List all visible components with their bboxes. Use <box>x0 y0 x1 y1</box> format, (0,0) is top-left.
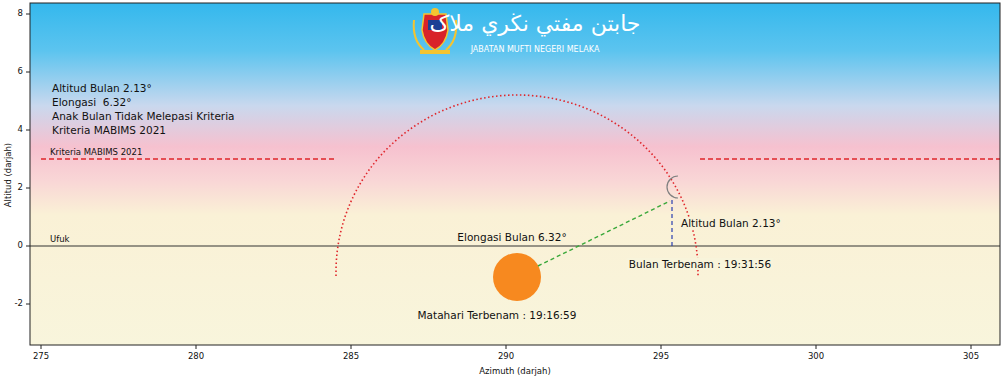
tick-label: 290 <box>498 352 514 362</box>
moon-crescent <box>667 176 678 198</box>
tick-label: 300 <box>808 352 824 362</box>
moonset-label: Bulan Terbenam : 19:31:56 <box>627 258 773 270</box>
tick-label: 275 <box>33 352 49 362</box>
sky-ground <box>30 3 1000 345</box>
info-text: Elongasi 6.32° <box>52 96 131 108</box>
axis-title: Altitud (darjah) <box>4 143 14 207</box>
tick-label: 8 <box>18 9 23 19</box>
tick-label: 295 <box>653 352 669 362</box>
tick-label: 280 <box>188 352 204 362</box>
logo-name: JABATAN MUFTI NEGERI MELAKA <box>471 45 600 54</box>
tick-label: 305 <box>963 352 979 362</box>
horizon-line <box>30 245 1000 246</box>
limit-arc <box>336 95 698 276</box>
criteria-label: Kriteria MABIMS 2021 <box>50 148 142 158</box>
axis-title: Azimuth (darjah) <box>479 367 550 377</box>
altitude-label: Altitud Bulan 2.13° <box>679 217 783 229</box>
sunset-label: Matahari Terbenam : 19:16:59 <box>418 309 577 321</box>
tick-label: 2 <box>18 183 23 193</box>
altitude-line <box>671 200 672 246</box>
criteria-line <box>41 158 336 159</box>
tick-label: 4 <box>18 125 23 135</box>
tick-label: 0 <box>18 241 23 251</box>
plot-frame <box>30 3 1000 345</box>
info-text: Altitud Bulan 2.13° <box>52 82 152 94</box>
tick-label: -2 <box>15 299 23 309</box>
tick-marks <box>26 14 971 349</box>
info-text: Kriteria MABIMS 2021 <box>52 124 166 136</box>
logo-script: جابتن مفتي نڬري ملاک <box>430 11 641 36</box>
tick-label: 6 <box>18 67 23 77</box>
tick-label: 285 <box>343 352 359 362</box>
elongation-label: Elongasi Bulan 6.32° <box>457 231 566 243</box>
criteria-line <box>700 158 1000 159</box>
info-text: Anak Bulan Tidak Melepasi Kriteria <box>52 110 235 122</box>
sun <box>493 253 541 301</box>
horizon-label: Ufuk <box>50 235 70 245</box>
